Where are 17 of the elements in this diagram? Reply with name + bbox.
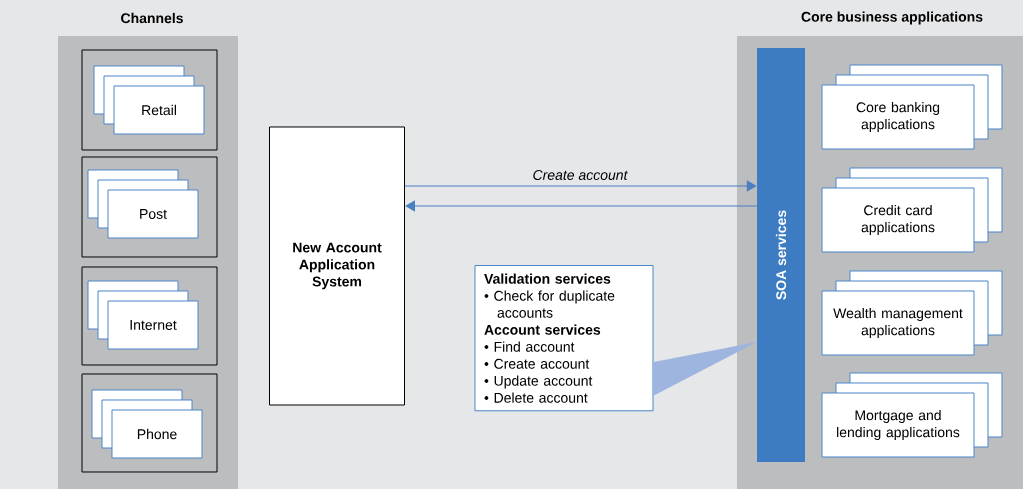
card-stack: Retail xyxy=(93,65,205,135)
card-stack: Core banking applications xyxy=(821,64,1003,150)
arrow xyxy=(404,180,757,192)
card-stack: Wealth management applications xyxy=(821,270,1003,356)
node-label: Core business applications xyxy=(801,11,983,25)
system-box: New Account Application System xyxy=(269,126,405,406)
card-stack: Phone xyxy=(91,389,203,459)
card-stack: Credit card applications xyxy=(821,167,1003,253)
callout-wedge xyxy=(652,342,757,397)
card-stack: Post xyxy=(87,169,199,239)
edge-label: Create account xyxy=(531,169,629,181)
text-box: Validation services • Check for duplicate accounts Account services • Find account • Create account • Update account • Delete account xyxy=(474,265,654,412)
services-bar: SOA services xyxy=(757,48,805,462)
node-label: Channels xyxy=(121,12,183,24)
card-stack: Internet xyxy=(87,280,199,350)
card-stack: Mortgage and lending applications xyxy=(821,372,1003,458)
arrow xyxy=(405,200,758,212)
